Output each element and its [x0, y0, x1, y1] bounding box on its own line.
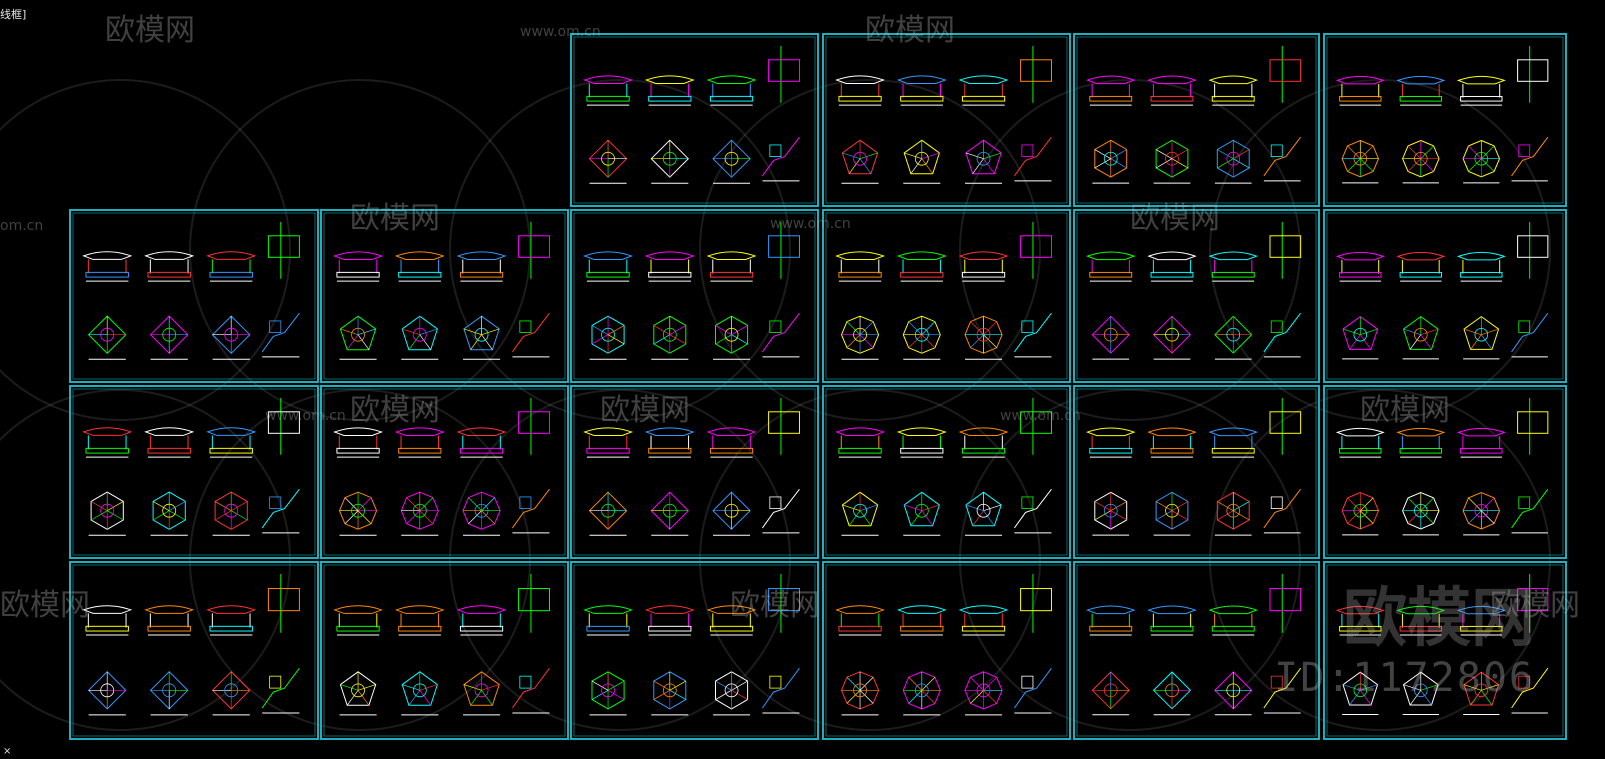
watermark-ring	[959, 389, 1301, 731]
watermark-ring	[959, 79, 1301, 421]
drawing-sheet[interactable]	[1323, 33, 1567, 207]
drawing-sheet[interactable]	[69, 385, 319, 559]
watermark-brand: 欧模网	[105, 13, 195, 48]
watermark-ring	[699, 389, 1041, 731]
drawing-sheet[interactable]	[570, 209, 819, 383]
drawing-sheet[interactable]	[822, 561, 1071, 740]
watermark-brand: 欧模网	[1360, 393, 1450, 428]
watermark-url: www.om.cn	[1000, 408, 1081, 424]
viewport-style-label[interactable]: 线框]	[0, 8, 27, 21]
watermark-url: www.om.cn	[770, 216, 851, 232]
drawing-sheet[interactable]	[822, 209, 1071, 383]
watermark-brand: 欧模网	[0, 588, 90, 623]
watermark-brand: 欧模网	[865, 13, 955, 48]
watermark-ring	[449, 79, 791, 421]
drawing-sheet[interactable]	[320, 385, 569, 559]
drawing-sheet[interactable]	[69, 209, 319, 383]
drawing-sheet[interactable]	[570, 33, 819, 207]
drawing-sheet[interactable]	[1323, 561, 1567, 740]
watermark-brand: 欧模网	[730, 588, 820, 623]
watermark-ring	[0, 79, 291, 421]
drawing-sheet[interactable]	[822, 33, 1071, 207]
watermark-url: om.cn	[0, 218, 43, 234]
drawing-sheet[interactable]	[822, 385, 1071, 559]
drawing-sheet[interactable]	[1323, 209, 1567, 383]
drawing-sheet[interactable]	[69, 561, 319, 740]
watermark-ring	[189, 389, 531, 731]
watermark-ring	[449, 389, 791, 731]
watermark-id: ID:1172806	[1274, 655, 1535, 701]
watermark-ring	[699, 79, 1041, 421]
drawing-sheet[interactable]	[570, 385, 819, 559]
watermark-ring	[1209, 389, 1551, 731]
watermark-brand: 欧模网	[600, 393, 690, 428]
watermark-ring	[1209, 79, 1551, 421]
drawing-sheet[interactable]	[1073, 561, 1320, 740]
watermark-url: www.om.cn	[265, 408, 346, 424]
crosshair-icon: ⨯	[3, 746, 12, 757]
drawing-sheet[interactable]	[1073, 209, 1320, 383]
watermark-ring	[0, 389, 291, 731]
watermark-brand: 欧模网	[350, 393, 440, 428]
drawing-sheet[interactable]	[320, 561, 569, 740]
drawing-sheet[interactable]	[1073, 385, 1320, 559]
watermark-brand: 欧模网	[1490, 588, 1580, 623]
watermark-brand: 欧模网	[1130, 201, 1220, 236]
drawing-sheet[interactable]	[1073, 33, 1320, 207]
watermark-brand-large: 欧模网	[1343, 582, 1535, 656]
watermark-url: www.om.cn	[520, 24, 601, 40]
drawing-sheet[interactable]	[320, 209, 569, 383]
watermark-brand: 欧模网	[350, 201, 440, 236]
watermark-ring	[189, 79, 531, 421]
drawing-sheet[interactable]	[1323, 385, 1567, 559]
drawing-sheet[interactable]	[570, 561, 819, 740]
